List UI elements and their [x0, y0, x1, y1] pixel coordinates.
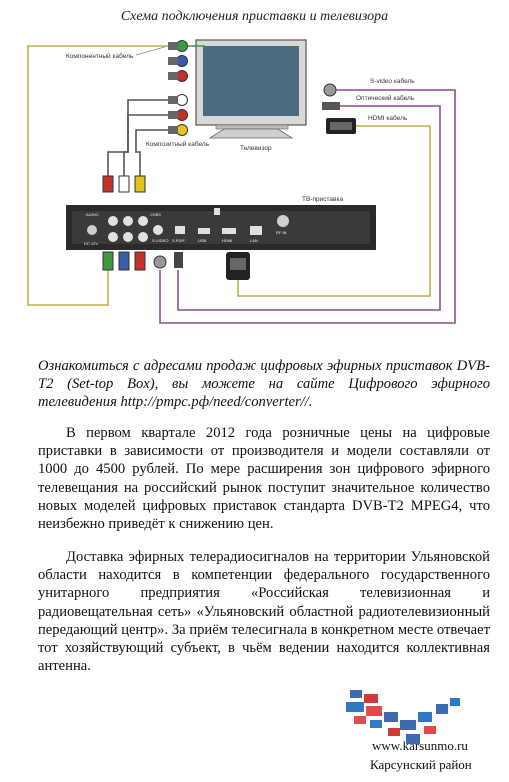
optical-cable-label: Оптический кабель	[356, 94, 415, 102]
composite-connectors	[168, 94, 188, 136]
settop-label: ТВ-приставка	[302, 196, 343, 203]
svideo-connector	[323, 83, 337, 97]
svideo-cable-label: S-video кабель	[370, 77, 415, 85]
port-dc-label: DC 12V	[84, 241, 98, 246]
port-svideo-label: S-VIDEO	[152, 238, 168, 243]
delivery-paragraph: Доставка эфирных телерадиосигналов на те…	[38, 549, 490, 675]
hdmi-connector	[326, 118, 356, 134]
composite-plugs	[102, 175, 146, 193]
tv-label: Телевизор	[240, 145, 272, 152]
hdmi-cable-label: HDMI кабель	[368, 114, 408, 122]
page-title: Схема подключения приставки и телевизора	[120, 9, 389, 24]
wires	[27, 45, 456, 324]
port-rfin-label: RF IN	[276, 230, 287, 235]
district-logo	[346, 690, 460, 744]
port-cvbs-label: CVBS	[150, 212, 161, 217]
port-usb-label: USB	[198, 238, 207, 243]
component-plugs	[102, 251, 250, 280]
intro-paragraph: Ознакомиться с адресами продаж цифровых …	[38, 358, 490, 411]
tv-illustration	[195, 39, 307, 139]
district-name: Карсунский район	[370, 757, 472, 772]
port-lan-label: LAN	[250, 238, 258, 243]
port-audio-label: AUDIO	[86, 212, 99, 217]
port-spdif-label: S.PDIF	[172, 238, 185, 243]
optical-connector	[322, 102, 340, 110]
settop-box	[66, 205, 376, 250]
composite-cable-label: Композитный кабель	[146, 140, 210, 148]
component-cable-label: Компонентный кабель	[66, 52, 134, 60]
prices-paragraph: В первом квартале 2012 года розничные це…	[38, 425, 490, 533]
port-hdmi-label: HDMI	[222, 238, 232, 243]
component-connectors	[168, 40, 188, 82]
connection-diagram: Телевизор Компонентный кабель Композитны…	[27, 39, 456, 324]
site-link[interactable]: www.karsunmo.ru	[372, 738, 468, 753]
